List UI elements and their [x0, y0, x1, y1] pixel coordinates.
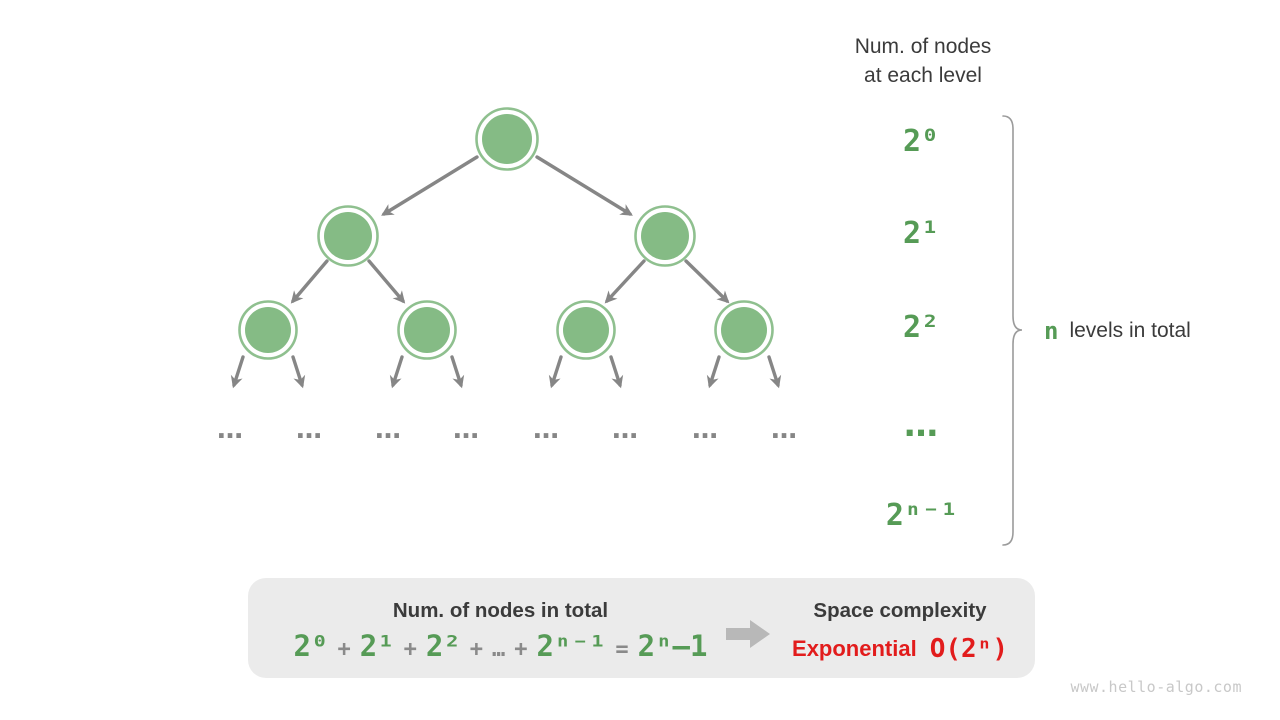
node-ring [475, 107, 539, 171]
tree-node-l2-3 [556, 300, 616, 360]
tree-edge [290, 259, 329, 304]
node-circle [404, 307, 450, 353]
tree-edge-ellipsis [291, 355, 306, 389]
ellipsis-label: … [771, 415, 797, 445]
block-arrow-shape [726, 620, 770, 648]
ellipsis-label: … [692, 415, 718, 445]
right-header: Num. of nodes at each level [821, 32, 1025, 90]
ellipsis-label: … [612, 415, 638, 445]
ellipsis-label: … [533, 415, 559, 445]
level-label-2-1: 2¹ [903, 216, 939, 251]
formula-token: + [337, 637, 351, 662]
levels-brace [1002, 115, 1023, 546]
ellipsis-label: … [296, 415, 322, 445]
level-label-2-2: 2² [903, 310, 939, 345]
node-ring [397, 300, 457, 360]
tree-edge-ellipsis [706, 355, 721, 389]
tree-node-l1-right [634, 205, 696, 267]
formula-token: 2¹ [359, 629, 395, 663]
node-ring [238, 300, 298, 360]
ellipsis-label: … [453, 415, 479, 445]
tree-edge-ellipsis [389, 355, 404, 389]
ellipsis-label: … [375, 415, 401, 445]
node-ring [556, 300, 616, 360]
node-circle [721, 307, 767, 353]
level-label-2-0: 2⁰ [903, 124, 939, 159]
formula-token: = [615, 637, 629, 662]
tree-ellipsis-row: … … … … … … … … [217, 415, 797, 445]
tree-edge-ellipsis [548, 355, 563, 389]
tree-edge-ellipsis [609, 355, 624, 389]
total-nodes-formula: 2⁰ +2¹ +2² + … +2ⁿ⁻¹ = 2ⁿ–1 [248, 629, 753, 663]
tree-edge-ellipsis [450, 355, 465, 389]
brace-note: n levels in total [1044, 317, 1191, 345]
level-count-labels: 2⁰ 2¹ 2² … 2ⁿ⁻¹ [886, 124, 958, 533]
node-ring [714, 300, 774, 360]
total-nodes-title: Num. of nodes in total [392, 599, 609, 622]
node-circle [324, 212, 372, 260]
formula-token: 2² [425, 629, 461, 663]
tree-edge [604, 259, 646, 304]
tree-node-l2-2 [397, 300, 457, 360]
brace-note-text: levels in total [1069, 319, 1191, 342]
tree-edge [535, 155, 633, 216]
node-circle [563, 307, 609, 353]
space-complexity-column: Space complexity Exponential O(2ⁿ) [750, 578, 1050, 678]
watermark: www.hello-algo.com [1070, 678, 1242, 696]
header-line-2: at each level [864, 64, 982, 87]
formula-token: 2ⁿ⁻¹ [536, 629, 607, 663]
formula-token: + [403, 637, 417, 662]
ellipsis-label: … [217, 415, 243, 445]
formula-token: + [469, 637, 484, 662]
formula-token: 2ⁿ–1 [637, 629, 708, 663]
node-ring [317, 205, 379, 267]
tree-edge [367, 259, 406, 304]
node-ring [634, 205, 696, 267]
complexity-result: Exponential O(2ⁿ) [750, 634, 1050, 664]
complexity-name: Exponential [792, 636, 917, 661]
tree-node-l1-left [317, 205, 379, 267]
node-circle [245, 307, 291, 353]
level-label-dots: … [904, 405, 938, 445]
formula-token: … [492, 637, 506, 662]
total-nodes-column: Num. of nodes in total 2⁰+2¹+2²+…+2ⁿ⁻¹=2… [248, 578, 753, 678]
space-complexity-title: Space complexity [813, 599, 987, 622]
tree-edges [230, 155, 782, 389]
node-circle [641, 212, 689, 260]
implies-arrow-icon [726, 620, 770, 648]
n-variable: n [1044, 317, 1059, 345]
tree-edge [381, 155, 479, 216]
summary-box: Num. of nodes in total 2⁰+2¹+2²+…+2ⁿ⁻¹=2… [248, 578, 1035, 678]
tree-node-root [475, 107, 539, 171]
header-line-1: Num. of nodes [854, 35, 992, 58]
level-label-2-n-1: 2ⁿ⁻¹ [886, 498, 958, 533]
node-circle [482, 114, 532, 164]
tree-edge-ellipsis [767, 355, 782, 389]
formula-token: 2⁰ [293, 629, 329, 663]
tree-node-l2-4 [714, 300, 774, 360]
tree-node-l2-1 [238, 300, 298, 360]
complexity-big-o: O(2ⁿ) [929, 634, 1008, 664]
tree-edge-ellipsis [230, 355, 245, 389]
formula-token: + [514, 637, 528, 662]
tree-edge [684, 259, 730, 304]
